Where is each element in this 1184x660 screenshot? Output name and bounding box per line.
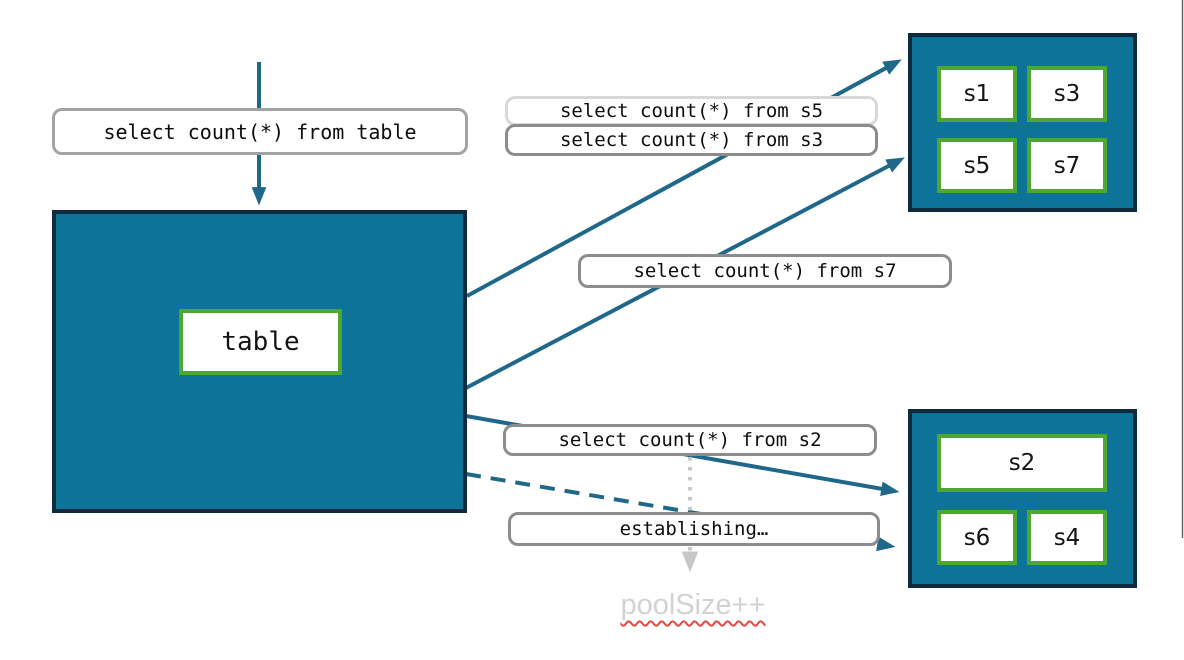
- shard-s2: s2: [937, 434, 1107, 492]
- shard-group-bottom: s2 s6 s4: [908, 409, 1137, 588]
- pool-size-label: poolSize++: [620, 589, 766, 621]
- establishing-label: establishing…: [508, 512, 880, 546]
- shard-s6: s6: [937, 510, 1017, 565]
- shard-s1: s1: [937, 66, 1017, 122]
- query-label-s5: select count(*) from s5: [505, 96, 878, 126]
- shard-s4: s4: [1027, 510, 1107, 565]
- table-box: table: [52, 210, 467, 513]
- query-label-s7: select count(*) from s7: [578, 254, 952, 288]
- shard-group-top: s1 s3 s5 s7: [908, 33, 1137, 212]
- shard-s3: s3: [1027, 66, 1107, 122]
- table-entity: table: [179, 309, 342, 375]
- query-label-s3: select count(*) from s3: [505, 124, 878, 156]
- shard-s7: s7: [1027, 138, 1107, 193]
- shard-s5: s5: [937, 138, 1017, 193]
- query-label-table: select count(*) from table: [52, 108, 468, 155]
- query-label-s2: select count(*) from s2: [503, 424, 877, 456]
